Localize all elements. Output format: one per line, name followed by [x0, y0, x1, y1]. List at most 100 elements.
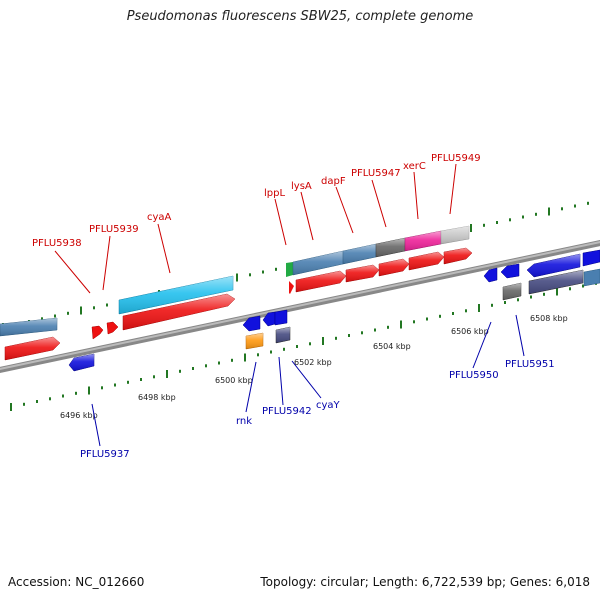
gene-feature[interactable] — [342, 243, 377, 265]
minor-tick — [509, 218, 511, 222]
minor-tick — [387, 325, 389, 329]
minor-tick — [257, 353, 259, 357]
gene-label-pflu5937: PFLU5937 — [80, 449, 130, 460]
minor-tick — [218, 361, 220, 365]
major-tick — [88, 386, 90, 395]
tick-label-6508: 6508 kbp — [530, 314, 568, 323]
gene-feature[interactable] — [91, 325, 104, 340]
major-tick — [244, 353, 246, 362]
minor-tick — [49, 397, 51, 401]
gene-label-pflu5942: PFLU5942 — [262, 406, 312, 417]
tick-label-6496: 6496 kbp — [60, 411, 98, 420]
major-tick — [80, 306, 82, 315]
gene-feature[interactable] — [526, 253, 581, 278]
genome-summary-text: Topology: circular; Length: 6,722,539 bp… — [260, 575, 590, 589]
minor-tick — [530, 295, 532, 299]
minor-tick — [275, 267, 277, 271]
gene-feature[interactable] — [483, 267, 498, 283]
gene-feature[interactable] — [286, 262, 293, 277]
tick-label-6498: 6498 kbp — [138, 393, 176, 402]
gene-label-pflu5939: PFLU5939 — [89, 224, 139, 235]
gene-feature[interactable] — [345, 264, 380, 283]
genome-backbone — [0, 239, 600, 374]
major-tick — [322, 337, 324, 345]
gene-feature[interactable] — [583, 268, 600, 287]
minor-tick — [496, 221, 498, 224]
minor-tick — [270, 350, 272, 354]
gene-feature[interactable] — [528, 269, 584, 295]
gene-feature[interactable] — [378, 258, 410, 277]
minor-tick — [283, 347, 285, 351]
gene-feature[interactable] — [582, 249, 600, 267]
gene-feature[interactable] — [292, 250, 344, 276]
minor-tick — [93, 306, 95, 310]
minor-tick — [439, 314, 441, 318]
minor-tick — [582, 284, 584, 288]
tick-label-6500: 6500 kbp — [215, 376, 253, 385]
minor-tick — [483, 223, 485, 227]
minor-tick — [561, 207, 563, 211]
minor-tick — [192, 367, 194, 370]
minor-tick — [348, 334, 350, 337]
minor-tick — [535, 212, 537, 216]
accession-text: Accession: NC_012660 — [8, 575, 145, 589]
minor-tick — [587, 201, 589, 205]
minor-tick — [231, 358, 233, 362]
minor-tick — [75, 391, 77, 395]
lower-tick-row — [10, 281, 597, 411]
gene-feature[interactable] — [375, 237, 406, 258]
tick-label-6504: 6504 kbp — [373, 342, 411, 351]
minor-tick — [574, 204, 576, 208]
gene-feature[interactable] — [68, 353, 95, 372]
minor-tick — [491, 303, 493, 307]
genome-title: Pseudomonas fluorescens SBW25, complete … — [126, 9, 474, 24]
minor-tick — [23, 402, 25, 406]
minor-tick — [426, 317, 428, 321]
minor-tick — [153, 375, 155, 379]
major-tick — [556, 287, 558, 296]
minor-tick — [140, 378, 142, 381]
gene-label-lysa: lysA — [291, 181, 312, 192]
gene-feature[interactable] — [106, 321, 119, 335]
gene-feature[interactable] — [404, 230, 442, 252]
minor-tick — [67, 311, 69, 315]
tick-label-6506: 6506 kbp — [451, 327, 489, 336]
gene-feature[interactable] — [118, 275, 234, 315]
major-tick — [400, 320, 402, 329]
gene-feature[interactable] — [440, 225, 470, 245]
gene-feature[interactable] — [274, 309, 288, 326]
gene-feature[interactable] — [122, 293, 236, 331]
gene-feature[interactable] — [242, 315, 261, 332]
gene-feature[interactable] — [4, 336, 61, 361]
minor-tick — [127, 380, 129, 384]
minor-tick — [413, 320, 415, 324]
gene-feature[interactable] — [295, 270, 347, 293]
gene-feature[interactable] — [289, 281, 294, 294]
minor-tick — [465, 309, 467, 313]
minor-tick — [543, 292, 545, 296]
gene-feature[interactable] — [500, 263, 520, 279]
minor-tick — [504, 301, 506, 304]
minor-tick — [335, 336, 337, 340]
gene-feature[interactable] — [275, 326, 291, 344]
gene-feature[interactable] — [0, 317, 58, 337]
minor-tick — [205, 364, 207, 368]
gene-label-lppl: lppL — [264, 188, 285, 199]
gene-label-pflu5950: PFLU5950 — [449, 370, 499, 381]
gene-label-pflu5949: PFLU5949 — [431, 153, 481, 164]
gene-feature[interactable] — [502, 282, 522, 301]
minor-tick — [54, 314, 56, 318]
gene-feature[interactable] — [408, 251, 445, 271]
minor-tick — [114, 383, 116, 387]
gene-feature[interactable] — [262, 311, 276, 327]
minor-tick — [249, 273, 251, 277]
gene-feature[interactable] — [245, 332, 264, 350]
minor-tick — [361, 331, 363, 335]
major-tick — [478, 304, 480, 312]
gene-label-cyay: cyaY — [316, 400, 341, 411]
plus-leader-lines — [54, 163, 457, 294]
gene-feature[interactable] — [443, 247, 473, 265]
major-tick — [166, 370, 168, 378]
gene-label-cyaa: cyaA — [147, 212, 172, 223]
